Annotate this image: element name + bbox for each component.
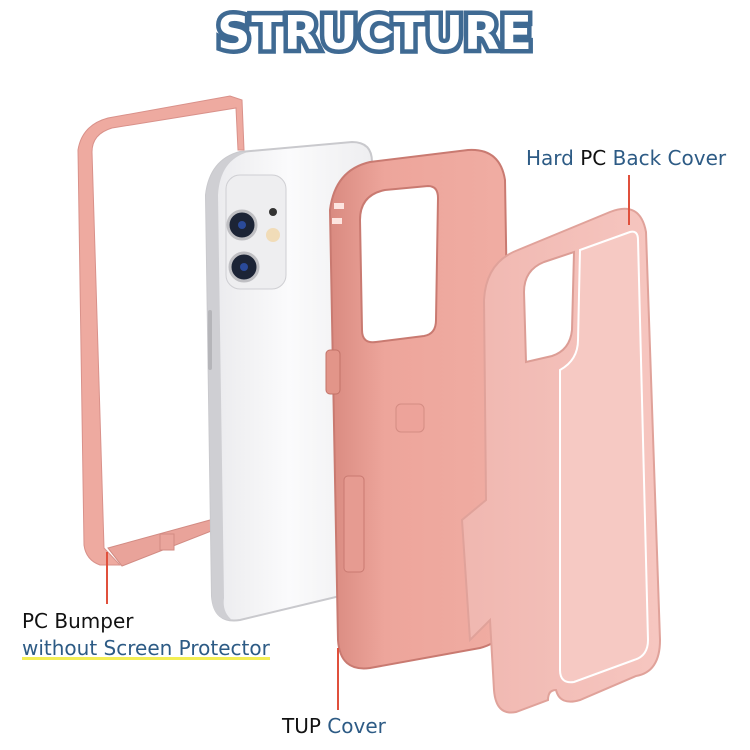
label-tpu: TUP Cover xyxy=(282,714,386,738)
leader-line-tpu xyxy=(337,648,339,710)
pc-back-cover-icon xyxy=(460,207,662,714)
label-back-cover-prefix: Hard xyxy=(526,146,574,170)
label-bumper-subtitle: without Screen Protector xyxy=(22,636,270,660)
label-back-cover-bold: PC xyxy=(580,146,607,170)
label-back-cover: Hard PC Back Cover xyxy=(526,146,726,170)
label-back-cover-suffix: Back Cover xyxy=(612,146,727,170)
leader-line-back-cover xyxy=(628,175,630,225)
leader-line-bumper xyxy=(106,552,108,604)
bumper-frame-icon xyxy=(77,95,245,567)
label-bumper-rest: Bumper xyxy=(54,609,134,633)
label-tpu-rest: Cover xyxy=(327,714,386,738)
label-bumper-line2: without Screen Protector xyxy=(22,636,270,660)
page-title: STRUCTURE xyxy=(213,2,537,65)
label-tpu-bold: TUP xyxy=(282,714,321,738)
label-bumper-line1: PC Bumper xyxy=(22,609,134,633)
label-bumper-bold: PC xyxy=(22,609,49,633)
